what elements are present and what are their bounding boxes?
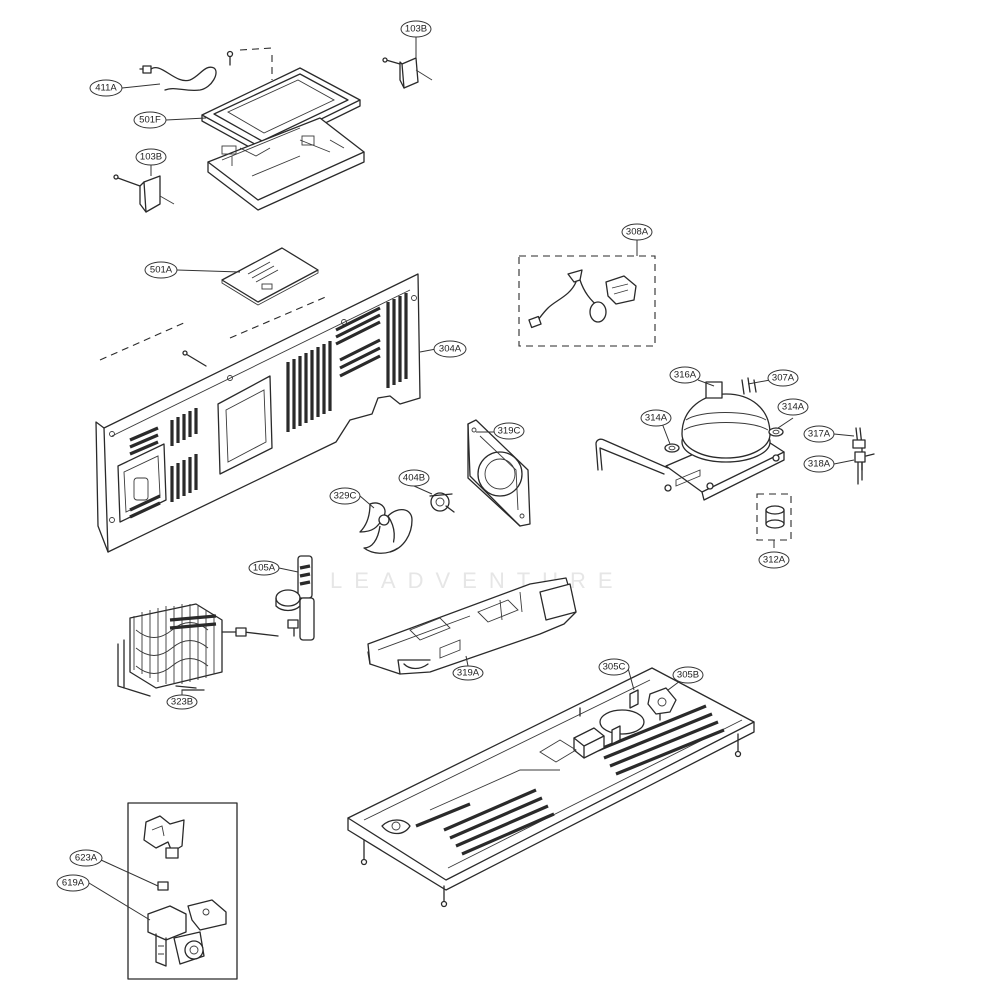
svg-text:308A: 308A (626, 227, 649, 238)
svg-text:314A: 314A (782, 402, 805, 413)
callout-501F[interactable]: 501F (133, 111, 167, 129)
svg-text:323B: 323B (171, 697, 193, 708)
svg-text:314A: 314A (645, 413, 668, 424)
svg-text:103B: 103B (405, 24, 427, 35)
svg-text:316A: 316A (674, 370, 697, 381)
callout-103B-top[interactable]: 103B (400, 20, 432, 38)
fan-motor-part[interactable] (429, 492, 455, 513)
callout-318A[interactable]: 318A (803, 455, 835, 473)
grommet-right (768, 427, 784, 437)
overload-protector-part[interactable] (852, 427, 875, 485)
callout-105A[interactable]: 105A (248, 560, 280, 576)
svg-text:404B: 404B (403, 473, 425, 484)
svg-text:319A: 319A (457, 668, 480, 679)
callout-316A[interactable]: 316A (669, 366, 701, 384)
callout-317A[interactable]: 317A (803, 425, 835, 443)
base-tray-part[interactable] (367, 577, 577, 675)
svg-text:623A: 623A (75, 853, 98, 864)
svg-text:305B: 305B (677, 670, 699, 681)
svg-text:501A: 501A (150, 265, 173, 276)
callout-103B-left[interactable]: 103B (135, 148, 167, 166)
screw-top (226, 50, 234, 66)
control-board-part[interactable] (221, 247, 319, 306)
watermark-text: LEADVENTURE (330, 568, 625, 593)
svg-text:103B: 103B (140, 152, 162, 163)
svg-text:307A: 307A (772, 373, 795, 384)
callout-501A[interactable]: 501A (144, 261, 178, 279)
callout-307A[interactable]: 307A (767, 369, 799, 387)
callout-308A[interactable]: 308A (621, 223, 653, 241)
svg-text:317A: 317A (808, 429, 831, 440)
callout-411A[interactable]: 411A (89, 79, 123, 97)
fan-shroud-part[interactable] (467, 419, 531, 527)
svg-text:312A: 312A (763, 555, 786, 566)
back-panel-vents (129, 293, 408, 519)
svg-text:318A: 318A (808, 459, 831, 470)
inlet-valve-part[interactable] (275, 555, 315, 641)
callout-619A[interactable]: 619A (56, 874, 90, 892)
callout-319A[interactable]: 319A (452, 665, 484, 681)
base-plate-vents (415, 704, 725, 856)
svg-text:411A: 411A (95, 83, 117, 94)
callout-305B[interactable]: 305B (672, 666, 704, 684)
water-valve-inset[interactable] (127, 802, 238, 980)
power-cord-part[interactable] (139, 65, 217, 92)
callout-623A[interactable]: 623A (69, 849, 103, 867)
wiring-kit-part[interactable] (518, 255, 656, 347)
callout-319C[interactable]: 319C (493, 422, 525, 440)
svg-text:329C: 329C (334, 491, 357, 502)
callout-312A[interactable]: 312A (758, 551, 790, 569)
condenser-coil-part[interactable] (117, 603, 279, 697)
control-cover-part[interactable] (201, 47, 365, 211)
svg-text:319C: 319C (498, 426, 521, 437)
callout-305C[interactable]: 305C (598, 658, 630, 676)
fan-blade-part[interactable] (359, 502, 413, 554)
svg-text:619A: 619A (62, 878, 85, 889)
svg-text:501F: 501F (139, 115, 161, 126)
bracket-left-part[interactable] (113, 174, 175, 213)
svg-text:105A: 105A (253, 563, 276, 574)
grommet-left (664, 443, 680, 453)
callout-304A[interactable]: 304A (433, 340, 467, 358)
compressor-part[interactable] (595, 377, 785, 501)
callout-314A-left[interactable]: 314A (640, 409, 672, 427)
svg-text:304A: 304A (439, 344, 462, 355)
callout-314A-right[interactable]: 314A (777, 398, 809, 416)
base-plate-part[interactable] (347, 667, 755, 908)
bracket-top-part[interactable] (382, 57, 433, 89)
svg-text:305C: 305C (603, 662, 626, 673)
back-panel-part[interactable] (95, 273, 421, 553)
start-capacitor-part[interactable] (756, 493, 792, 541)
callout-404B[interactable]: 404B (398, 469, 430, 487)
callout-329C[interactable]: 329C (329, 487, 361, 505)
callout-323B[interactable]: 323B (166, 694, 198, 710)
